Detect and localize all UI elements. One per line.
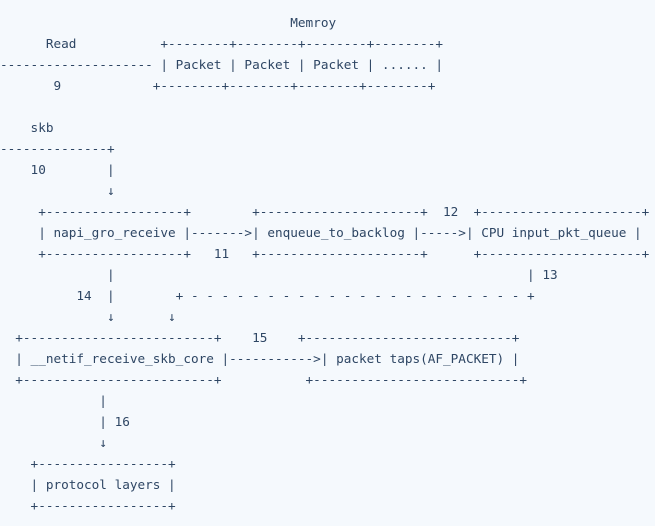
step-16-line: | 16 <box>0 414 130 429</box>
netif-box-bottom-line: +-------------------------+ +-----------… <box>0 372 528 387</box>
down-arrows-line: ↓ ↓ <box>0 309 176 324</box>
packet-buffer-row: -------------------- | Packet | Packet |… <box>0 57 444 72</box>
protocol-box-bottom-line: +-----------------+ <box>0 498 176 513</box>
skb-arrow-line: --------------+ <box>0 141 115 156</box>
skb-label-line: skb <box>0 120 54 135</box>
step-13-line: | | 13 <box>0 267 558 282</box>
read-label-line: Read +--------+--------+--------+-------… <box>0 36 444 51</box>
netif-box-top-line: +-------------------------+ 15 +--------… <box>0 330 520 345</box>
gro-box-top-line: +------------------+ +------------------… <box>0 204 650 219</box>
memory-title-line: Memroy <box>0 15 337 30</box>
protocol-box-top-line: +-----------------+ <box>0 456 176 471</box>
step-9-line: 9 +--------+--------+--------+--------+ <box>0 78 436 93</box>
down-arrow-line: ↓ <box>0 183 115 198</box>
step-14-line: 14 | + - - - - - - - - - - - - - - - - -… <box>0 288 535 303</box>
gro-box-bottom-line: +------------------+ 11 +---------------… <box>0 246 650 261</box>
down-arrow-line: ↓ <box>0 435 107 450</box>
gro-box-middle-line: | napi_gro_receive |------->| enqueue_to… <box>0 225 642 240</box>
connector-line: | <box>0 393 107 408</box>
protocol-box-middle-line: | protocol layers | <box>0 477 176 492</box>
step-10-line: 10 | <box>0 162 115 177</box>
netif-box-middle-line: | __netif_receive_skb_core |----------->… <box>0 351 520 366</box>
